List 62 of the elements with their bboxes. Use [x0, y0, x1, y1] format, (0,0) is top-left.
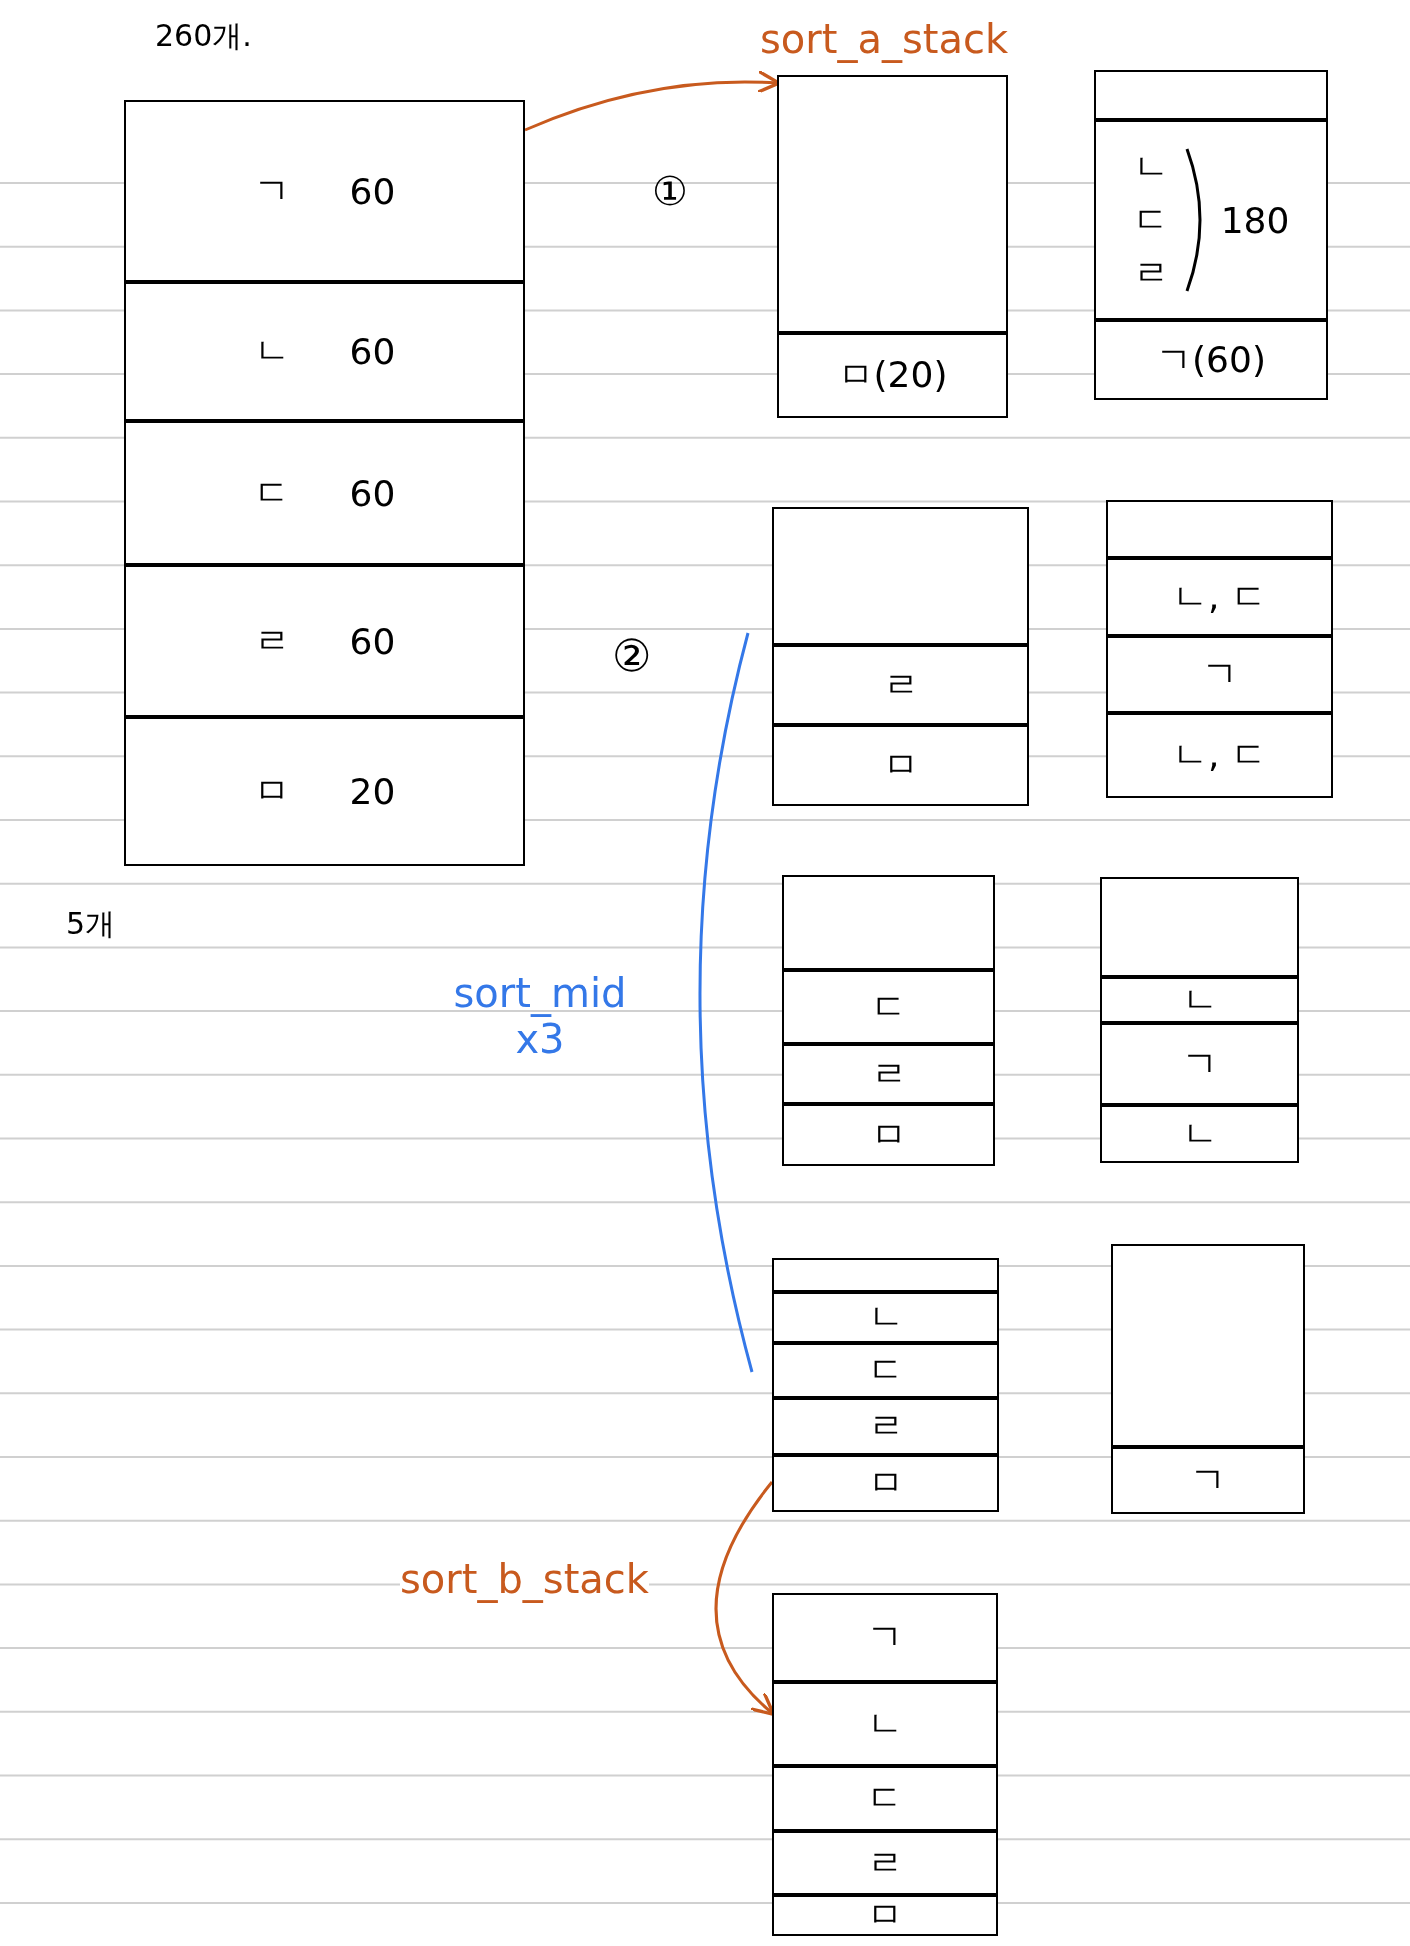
stack-cell [1100, 1023, 1299, 1105]
stack-cell [772, 645, 1029, 725]
cell-text: ㄹ [882, 662, 919, 707]
stack-cell [1094, 120, 1328, 320]
stack-box [124, 100, 525, 866]
note-text: 5개 [66, 905, 116, 943]
cell-text: ㄴ [867, 1701, 903, 1746]
annotation-text: sort_mid x3 [452, 970, 628, 1062]
cell-text: ㄱ [1201, 652, 1238, 696]
step-number: ② [612, 630, 652, 681]
stack-cell [1106, 636, 1333, 713]
stack-cell [124, 282, 525, 421]
cell-text: ㄱ [1190, 1458, 1226, 1502]
cell-text: ㄷ [867, 1776, 903, 1820]
note-text: 260개. [155, 17, 252, 55]
stack-cell [124, 421, 525, 565]
cell-text: ㄹ [870, 1051, 907, 1096]
step-number: ① [652, 168, 688, 214]
cell-text: ㄴ [253, 329, 290, 373]
stack-cell [772, 1831, 998, 1895]
stack-cell [772, 1398, 999, 1455]
cell-text: ㄴ [1181, 1111, 1218, 1156]
cell-text: ㄱ(60) [1156, 337, 1266, 382]
stack-cell [772, 1343, 999, 1398]
cell-text: ㄱ [253, 168, 290, 213]
cell-text: 60 [349, 472, 396, 514]
cell-text: ㅁ [867, 1461, 904, 1505]
stack-cell [782, 1044, 995, 1104]
cell-text: ㄷ [1132, 197, 1169, 242]
stack-cell [782, 970, 995, 1044]
cell-text: ㄹ [867, 1404, 904, 1448]
cell-text: ㅁ [253, 769, 290, 813]
cell-text: ㅁ(20) [837, 353, 948, 397]
cell-text: 60 [349, 620, 396, 662]
stack-cell [1100, 977, 1299, 1023]
cell-text: ㄷ [867, 1348, 904, 1392]
cell-text: 20 [349, 771, 396, 812]
cell-text: ㄹ [1132, 250, 1169, 295]
cell-text: ㄴ [1132, 144, 1169, 189]
cell-text: ㄹ [253, 618, 290, 663]
stack-cell [124, 717, 525, 866]
cell-text: ㄷ [870, 984, 907, 1029]
cell-text: ㄱ [867, 1615, 903, 1659]
cell-text: ㅁ [867, 1893, 903, 1937]
cell-text: ㄴ [867, 1295, 904, 1339]
cell-text: ㄱ [1181, 1041, 1218, 1086]
cell-text: ㄴ [1181, 977, 1218, 1022]
cell-text: ㅁ [870, 1112, 907, 1157]
cell-text: 180 [1220, 199, 1290, 241]
cell-text: ㅁ [882, 743, 919, 787]
cell-text: 60 [349, 170, 396, 212]
stack-cell [124, 565, 525, 717]
cell-text: 60 [349, 331, 396, 372]
cell-text: ㄷ [253, 470, 290, 515]
stack-cell [772, 1682, 998, 1766]
stack-cell [772, 1292, 999, 1343]
stack-cell [1106, 558, 1333, 636]
stack-cell [124, 100, 525, 282]
cell-text: ㄹ [867, 1840, 903, 1885]
cell-text: ㄴ, ㄷ [1172, 574, 1267, 619]
stack-cell [772, 1766, 998, 1831]
cell-text: ㄴ, ㄷ [1172, 733, 1267, 777]
